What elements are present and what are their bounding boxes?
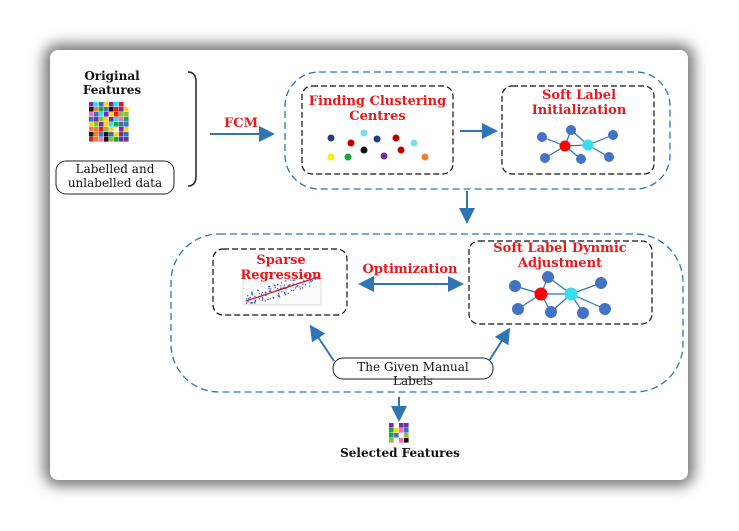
finding-centres-box (301, 85, 454, 175)
feature-matrix-icon (89, 102, 129, 142)
soft-label-init-label: Soft Label Initialization (531, 88, 627, 118)
input-bracket (187, 71, 197, 187)
manual-to-sparse-arrow (309, 324, 335, 362)
soft-label-adjust-label: Soft Label Dynmic Adjustment (493, 241, 627, 271)
selected-features-label: Selected Features (340, 446, 460, 460)
cluster-centres-dots (327, 129, 429, 161)
optimization-label: Optimization (362, 262, 458, 277)
labelled-data-label: Labelled and unlabelled data (67, 162, 163, 190)
sparse-regression-label: Sparse Regression (240, 253, 322, 283)
fcm-label: FCM (224, 116, 258, 131)
soft-label-adjust-graph (509, 271, 611, 319)
soft-label-init-graph (537, 125, 618, 164)
labelled-data-box (55, 160, 175, 195)
soft-label-init-box (501, 85, 655, 175)
regression-scatter-plot (242, 272, 322, 306)
manual-to-adjust-arrow (488, 327, 511, 362)
manual-labels-label: The Given Manual Labels (357, 360, 469, 388)
selected-feature-matrix-icon (389, 423, 409, 443)
original-features-label: Original Features (82, 69, 142, 97)
bottom-group-outline (170, 233, 684, 393)
top-group-outline (284, 71, 671, 190)
finding-centres-label: Finding Clustering Centres (308, 94, 447, 124)
manual-labels-box (332, 357, 494, 380)
